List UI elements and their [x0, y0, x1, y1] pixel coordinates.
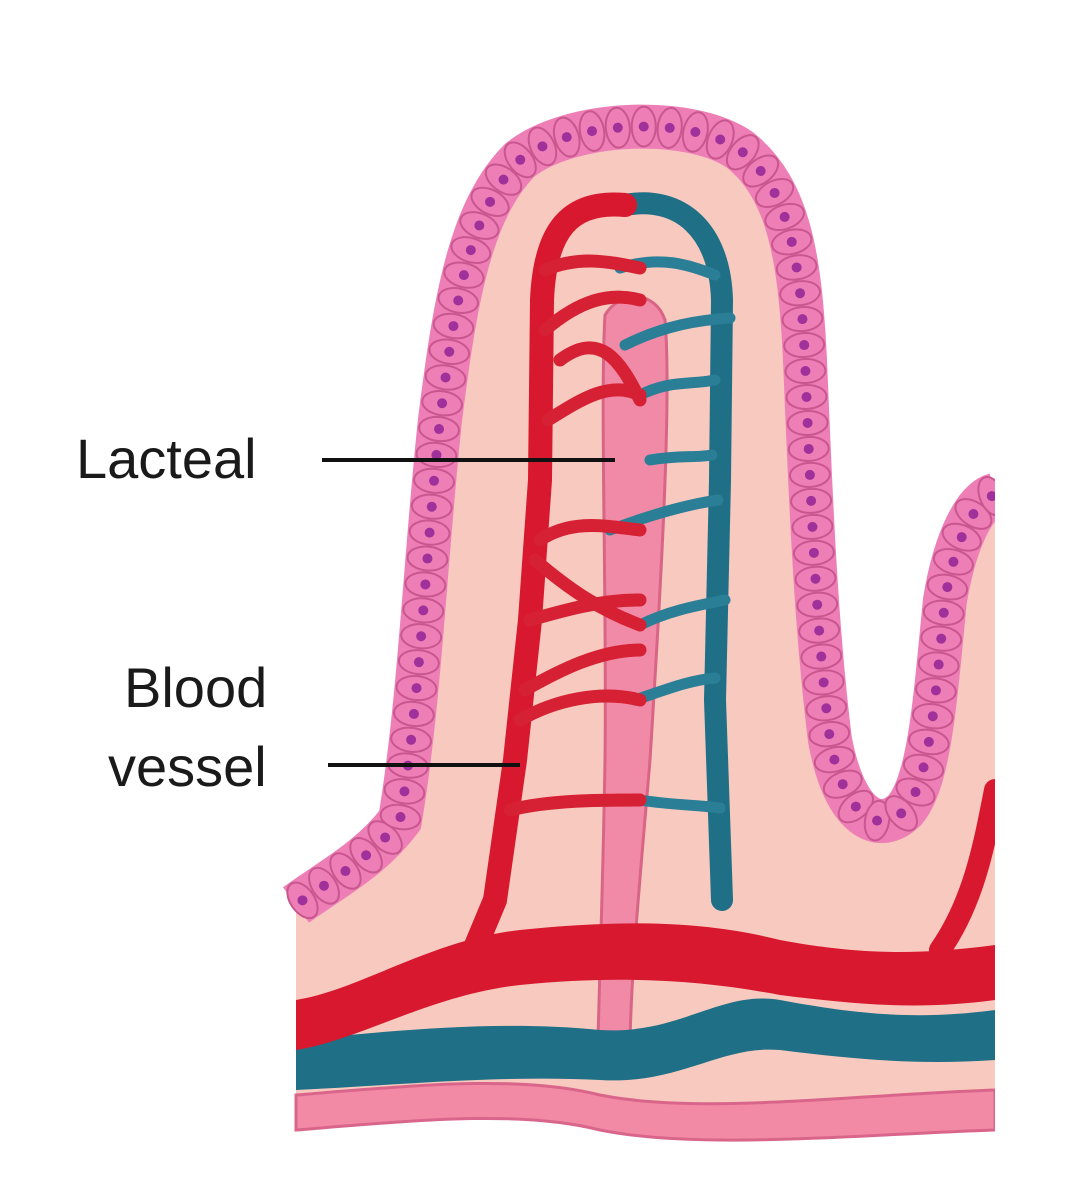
cell-nucleus	[968, 508, 979, 519]
cell-nucleus	[395, 812, 406, 823]
cell-nucleus	[769, 187, 780, 198]
cell-nucleus	[816, 651, 827, 662]
base-lymph-vessel	[294, 1081, 995, 1142]
cell-nucleus	[818, 677, 829, 688]
cell-nucleus	[804, 469, 815, 480]
cell-nucleus	[933, 659, 944, 670]
cell-nucleus	[297, 895, 308, 906]
cell-nucleus	[800, 366, 811, 377]
cell-nucleus	[458, 270, 469, 281]
cell-nucleus	[406, 734, 417, 745]
cell-nucleus	[797, 314, 808, 325]
cell-nucleus	[938, 607, 949, 618]
cell-nucleus	[918, 762, 929, 773]
cell-nucleus	[936, 633, 947, 644]
cell-nucleus	[956, 532, 967, 543]
cell-nucleus	[810, 573, 821, 584]
cell-nucleus	[638, 121, 649, 132]
base-vein	[296, 998, 995, 1090]
cell-nucleus	[737, 147, 748, 158]
lacteal-label: Lacteal	[76, 427, 257, 490]
artery-capillaries	[503, 254, 647, 817]
cell-nucleus	[799, 340, 810, 351]
cell-nucleus	[413, 657, 424, 668]
cell-nucleus	[485, 196, 496, 207]
cell-nucleus	[808, 547, 819, 558]
cell-nucleus	[930, 685, 941, 696]
cell-nucleus	[872, 815, 883, 826]
cell-nucleus	[448, 321, 459, 332]
cell-nucleus	[910, 787, 921, 798]
blood-vessel-label-line1: Blood	[124, 656, 267, 719]
cell-nucleus	[444, 346, 455, 357]
cell-nucleus	[802, 417, 813, 428]
cell-nucleus	[807, 521, 818, 532]
cell-nucleus	[715, 134, 726, 145]
cell-nucleus	[812, 599, 823, 610]
cell-nucleus	[318, 880, 329, 891]
cell-nucleus	[431, 449, 442, 460]
cell-nucleus	[829, 754, 840, 765]
cell-nucleus	[896, 808, 907, 819]
cell-nucleus	[498, 174, 509, 185]
cell-nucleus	[422, 553, 433, 564]
cell-nucleus	[399, 786, 410, 797]
cell-nucleus	[803, 443, 814, 454]
base-artery	[296, 923, 995, 1050]
vein-capillaries	[604, 256, 736, 814]
cell-nucleus	[786, 236, 797, 247]
cell-nucleus	[465, 245, 476, 256]
cell-nucleus	[837, 779, 848, 790]
right-artery-branch	[929, 779, 995, 961]
cell-nucleus	[801, 391, 812, 402]
cell-nucleus	[515, 154, 526, 165]
cell-nucleus	[690, 126, 701, 137]
cell-nucleus	[361, 850, 372, 861]
cell-nucleus	[411, 683, 422, 694]
cell-nucleus	[408, 708, 419, 719]
blood-vessel-label-line2: vessel	[108, 735, 267, 798]
cell-nucleus	[948, 556, 959, 567]
cell-nucleus	[453, 295, 464, 306]
cell-nucleus	[424, 527, 435, 538]
cell-nucleus	[416, 631, 427, 642]
cell-nucleus	[814, 625, 825, 636]
cell-nucleus	[537, 141, 548, 152]
cell-nucleus	[755, 166, 766, 177]
epithelium-layer	[282, 104, 995, 923]
cell-nucleus	[429, 475, 440, 486]
cell-nucleus	[791, 262, 802, 273]
cell-nucleus	[986, 491, 995, 502]
cell-nucleus	[612, 122, 623, 133]
cell-nucleus	[923, 736, 934, 747]
cell-nucleus	[942, 582, 953, 593]
cell-nucleus	[426, 501, 437, 512]
cell-nucleus	[821, 703, 832, 714]
cell-nucleus	[850, 801, 861, 812]
vein-trunk	[614, 192, 734, 911]
cell-nucleus	[587, 126, 598, 137]
cell-nucleus	[806, 495, 817, 506]
cell-nucleus	[440, 372, 451, 383]
cell-nucleus	[474, 220, 485, 231]
artery-trunk	[458, 192, 637, 972]
cell-nucleus	[779, 211, 790, 222]
cell-nucleus	[420, 579, 431, 590]
cell-nucleus	[795, 288, 806, 299]
cell-nucleus	[824, 729, 835, 740]
cell-nucleus	[434, 424, 445, 435]
cell-nucleus	[664, 122, 675, 133]
cell-nucleus	[561, 132, 572, 143]
cell-nucleus	[927, 711, 938, 722]
cell-nucleus	[437, 398, 448, 409]
cell-nucleus	[418, 605, 429, 616]
cell-nucleus	[340, 866, 351, 877]
cell-nucleus	[380, 832, 391, 843]
